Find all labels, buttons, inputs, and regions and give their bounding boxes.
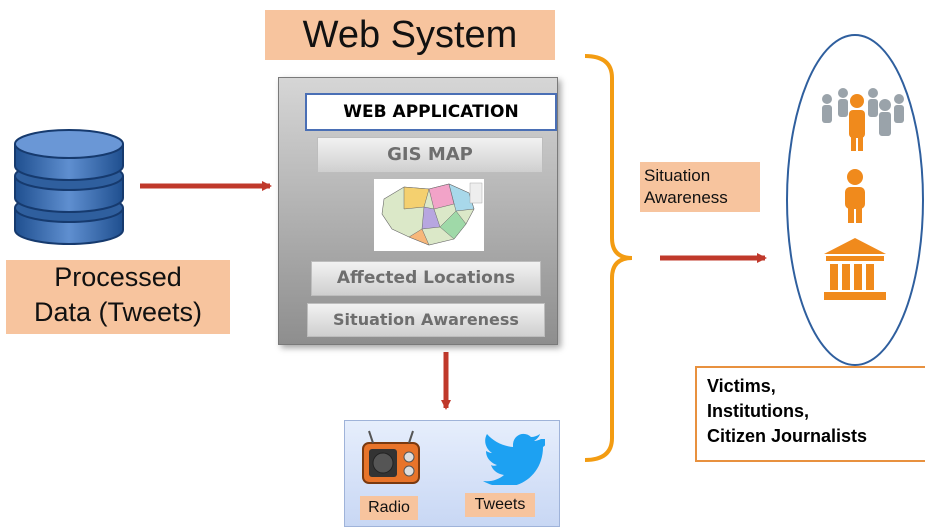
- diagram-title: Web System: [265, 10, 555, 60]
- situation-awareness-label: Situation Awareness: [640, 162, 760, 212]
- radio-icon: [362, 430, 420, 484]
- processed-data-line2: Data (Tweets): [33, 297, 203, 327]
- database-icon: [14, 129, 124, 245]
- processed-data-line1: Processed: [54, 262, 182, 292]
- situation-line2: Awareness: [644, 188, 728, 207]
- affected-locations-box[interactable]: Affected Locations: [311, 261, 541, 296]
- web-application-box[interactable]: WEB APPLICATION: [305, 93, 557, 131]
- brace: [584, 54, 633, 462]
- audience-line2: Institutions,: [707, 401, 809, 421]
- audience-box: Victims, Institutions, Citizen Journalis…: [695, 366, 925, 462]
- situation-awareness-box[interactable]: Situation Awareness: [307, 303, 545, 337]
- media-box: Radio Tweets: [344, 420, 560, 527]
- institution-icon: [824, 238, 886, 300]
- twitter-icon: [483, 433, 545, 485]
- audience-ellipse: [786, 34, 924, 366]
- people-group-icon: [822, 88, 904, 151]
- audience-line3: Citizen Journalists: [707, 426, 868, 446]
- audience-line1: Victims,: [707, 376, 776, 396]
- gis-map-box[interactable]: GIS MAP: [317, 137, 543, 173]
- radio-label: Radio: [360, 496, 418, 520]
- map-thumbnail: [374, 179, 484, 251]
- processed-data-label: Processed Data (Tweets): [6, 260, 230, 334]
- tweets-label: Tweets: [465, 493, 535, 517]
- situation-line1: Situation: [644, 166, 711, 185]
- web-system-panel: WEB APPLICATION GIS MAP Affected Locatio…: [278, 77, 558, 345]
- person-icon: [845, 169, 865, 223]
